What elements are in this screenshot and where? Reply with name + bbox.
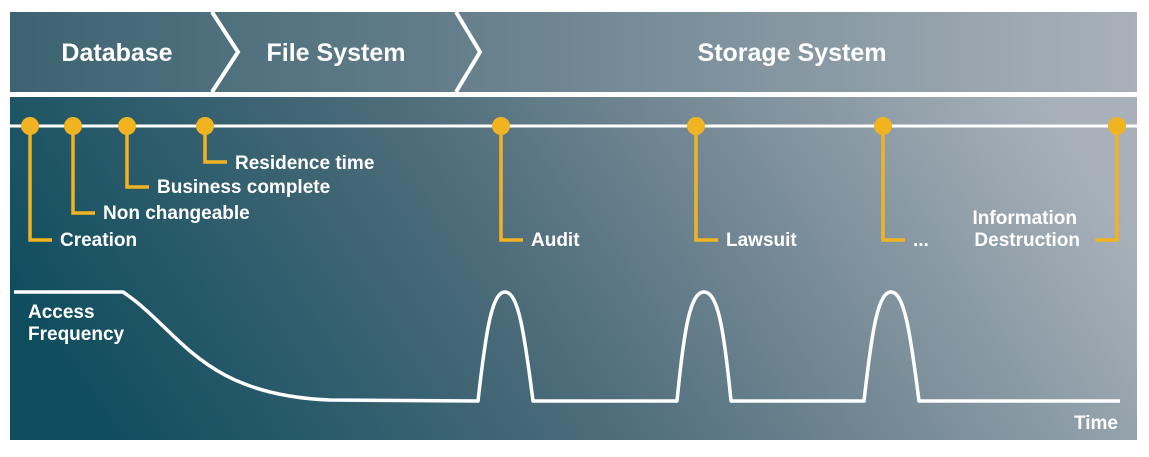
phase-separator-2: [454, 10, 483, 94]
connector-audit: [499, 126, 523, 242]
event-dot-information-destruction: [1108, 117, 1126, 135]
curve-label-frequency: Frequency: [28, 324, 125, 345]
event-dot-lawsuit: [687, 117, 705, 135]
connector-ellipsis: [881, 126, 905, 242]
event-label-information: Information: [973, 208, 1078, 229]
event-dot-non-changeable: [64, 117, 82, 135]
event-dot-audit: [492, 117, 510, 135]
connector-non-changeable: [71, 126, 95, 215]
event-label-ellipsis: ...: [913, 230, 929, 251]
connector-information-destruction: [1095, 126, 1119, 242]
event-label-destruction: Destruction: [974, 230, 1080, 251]
event-dot-business-complete: [118, 117, 136, 135]
event-label-non-changeable: Non changeable: [103, 203, 250, 224]
x-axis-label-time: Time: [1074, 413, 1118, 434]
phase-banner-background: [10, 12, 1137, 92]
connector-business-complete: [125, 126, 149, 189]
phase-label-file-system: File System: [267, 39, 406, 67]
event-label-business-complete: Business complete: [157, 177, 330, 198]
event-label-lawsuit: Lawsuit: [726, 230, 797, 251]
event-dot-creation: [21, 117, 39, 135]
timeline-panel-background: [10, 97, 1137, 440]
curve-label-access: Access: [28, 302, 95, 323]
timeline-panel: Creation Non changeable Business complet…: [10, 97, 1137, 440]
event-label-residence-time: Residence time: [235, 153, 374, 174]
phase-label-storage-system: Storage System: [698, 39, 887, 67]
event-dot-residence-time: [196, 117, 214, 135]
event-label-creation: Creation: [60, 230, 137, 251]
phase-banner: Database File System Storage System: [10, 10, 1137, 94]
phase-separator-1: [210, 10, 241, 94]
event-dots: [21, 117, 1126, 135]
event-connectors: [28, 126, 1119, 242]
connector-creation: [28, 126, 52, 242]
access-frequency-curve: [14, 290, 1120, 403]
event-dot-ellipsis: [874, 117, 892, 135]
phase-label-database: Database: [61, 39, 172, 67]
event-label-audit: Audit: [531, 230, 580, 251]
connector-residence-time: [203, 126, 227, 164]
connector-lawsuit: [694, 126, 718, 242]
